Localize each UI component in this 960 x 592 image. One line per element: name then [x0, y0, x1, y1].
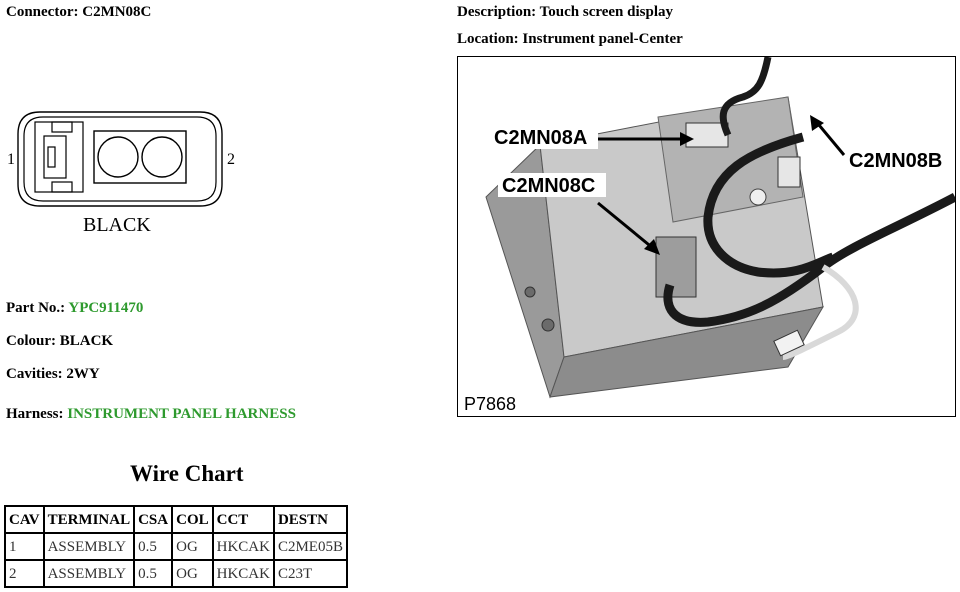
wire-chart-table: CAV TERMINAL CSA COL CCT DESTN 1 ASSEMBL…: [4, 505, 348, 588]
latch-slot: [43, 135, 67, 179]
connector-c2mn08c-socket: [655, 236, 697, 298]
latch-bottom-tab: [51, 181, 73, 193]
cell-destn: C2ME05B: [274, 534, 346, 559]
pin-label-2: 2: [227, 151, 235, 168]
description-label: Description:: [457, 4, 537, 20]
location-photo-illustration: C2MN08A C2MN08B C2MN08C P7868: [460, 57, 955, 414]
cell-col: OG: [173, 534, 212, 559]
cell-destn: C23T: [274, 561, 346, 586]
connector-value: C2MN08C: [82, 4, 152, 20]
colour-label: Colour:: [6, 333, 56, 349]
cell-terminal: ASSEMBLY: [44, 534, 134, 559]
cell-cav: 2: [6, 561, 43, 586]
connector-outline: [17, 111, 223, 207]
connector-color-caption: BLACK: [83, 214, 151, 236]
cell-cct: HKCAK: [213, 534, 273, 559]
col-header-terminal: TERMINAL: [44, 507, 134, 532]
cell-cav: 1: [6, 534, 43, 559]
mount-hole-2: [541, 318, 555, 332]
col-header-cav: CAV: [6, 507, 43, 532]
table-row: 2 ASSEMBLY 0.5 OG HKCAK C23T: [6, 561, 346, 586]
callout-c2mn08a: C2MN08A: [490, 125, 694, 149]
part-no-label: Part No.:: [6, 300, 66, 316]
col-header-csa: CSA: [135, 507, 172, 532]
part-no-row: Part No.: YPC911470: [6, 300, 143, 317]
connector-heading: Connector: C2MN08C: [6, 4, 151, 21]
cell-terminal: ASSEMBLY: [44, 561, 134, 586]
cavities-row: Cavities: 2WY: [6, 366, 100, 383]
col-header-cct: CCT: [213, 507, 273, 532]
cell-col: OG: [173, 561, 212, 586]
callout-c2mn08c: C2MN08C: [498, 173, 660, 255]
cavities-value: 2WY: [66, 366, 100, 382]
col-header-destn: DESTN: [274, 507, 346, 532]
part-no-link[interactable]: YPC911470: [68, 300, 144, 316]
latch-top-tab: [51, 121, 73, 133]
cell-csa: 0.5: [135, 534, 172, 559]
mount-hole-1: [749, 188, 767, 206]
harness-cable-main: [663, 193, 955, 327]
cavity-block: [93, 130, 187, 184]
cavities-label: Cavities:: [6, 366, 63, 382]
connector-c2mn08b-socket: [777, 156, 801, 188]
location-label: Location:: [457, 31, 519, 47]
table-header-row: CAV TERMINAL CSA COL CCT DESTN: [6, 507, 346, 532]
loose-connector: [773, 329, 805, 357]
location-photo: C2MN08A C2MN08B C2MN08C P7868: [457, 56, 956, 417]
wire-chart-title: Wire Chart: [130, 461, 244, 486]
table-row: 1 ASSEMBLY 0.5 OG HKCAK C2ME05B: [6, 534, 346, 559]
col-header-col: COL: [173, 507, 212, 532]
description-heading: Description: Touch screen display: [457, 4, 673, 21]
colour-row: Colour: BLACK: [6, 333, 113, 350]
colour-value: BLACK: [59, 333, 114, 349]
harness-cable-grey: [782, 264, 859, 360]
connector-label: Connector:: [6, 4, 79, 20]
cell-csa: 0.5: [135, 561, 172, 586]
cavity-1-circle: [97, 136, 139, 178]
harness-label: Harness:: [6, 406, 64, 422]
harness-cable-top: [719, 57, 772, 137]
callout-c2mn08a-text: C2MN08A: [494, 127, 587, 149]
description-value: Touch screen display: [539, 4, 674, 20]
harness-row: Harness: INSTRUMENT PANEL HARNESS: [6, 406, 296, 423]
cavity-2-circle: [141, 136, 183, 178]
pin-label-1: 1: [7, 151, 15, 168]
callout-c2mn08c-text: C2MN08C: [502, 175, 595, 197]
location-heading: Location: Instrument panel-Center: [457, 31, 683, 48]
callout-c2mn08b: C2MN08B: [810, 115, 952, 173]
display-unit-bottom: [549, 306, 824, 398]
harness-cable-loop: [703, 132, 835, 278]
callout-c2mn08b-text: C2MN08B: [849, 150, 942, 172]
harness-link[interactable]: INSTRUMENT PANEL HARNESS: [67, 406, 296, 422]
cell-cct: HKCAK: [213, 561, 273, 586]
connector-outline-inner: [23, 116, 217, 202]
figure-id-box: [460, 392, 524, 414]
figure-id: P7868: [464, 394, 516, 414]
connector-face-diagram: 1 2 BLACK: [7, 111, 235, 236]
mount-hole-3: [524, 286, 536, 298]
location-value: Instrument panel-Center: [522, 31, 683, 47]
latch-key: [47, 146, 56, 168]
